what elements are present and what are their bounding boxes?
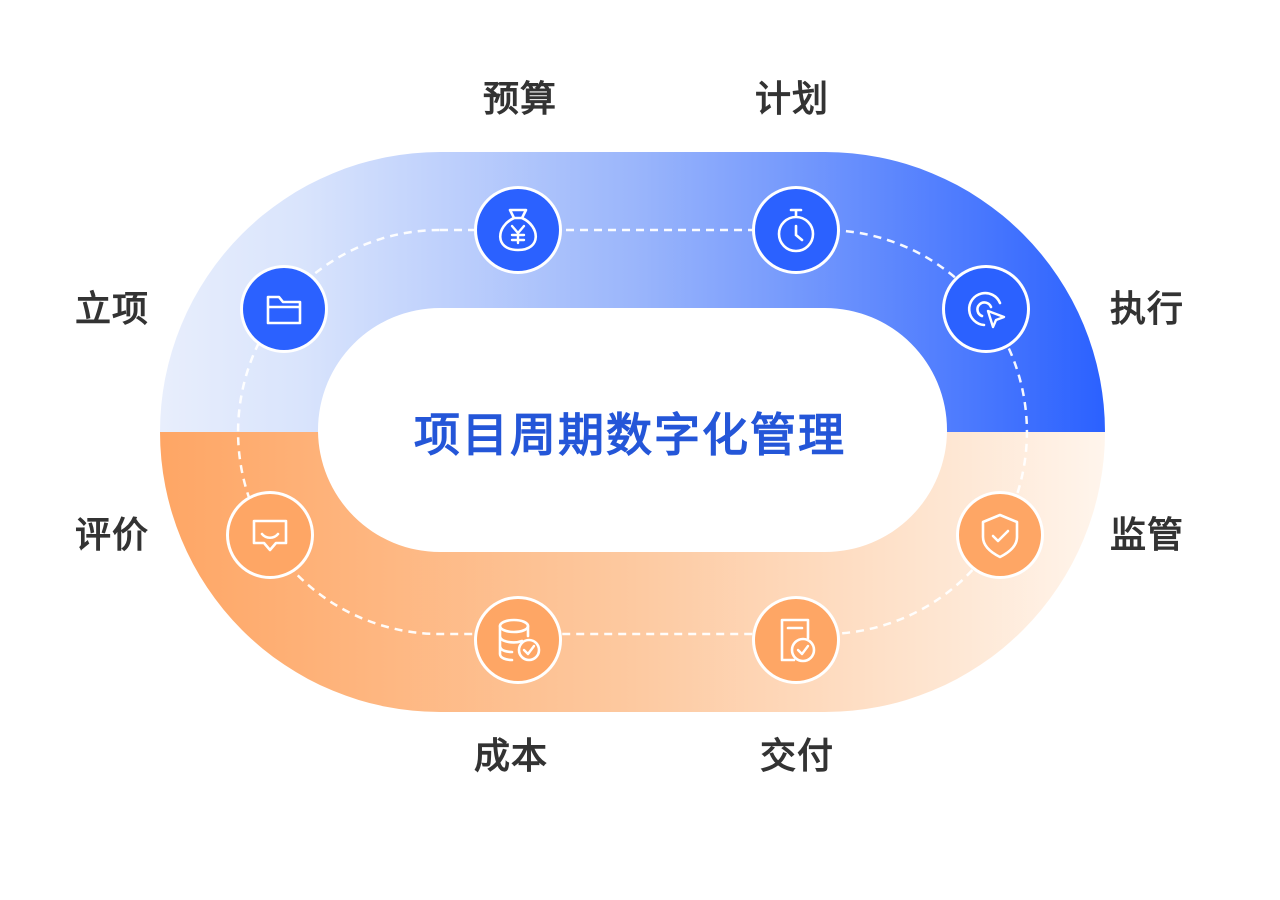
stage-node-lixiang bbox=[240, 265, 328, 353]
stage-node-disc bbox=[243, 268, 325, 350]
stage-label-chengben: 成本 bbox=[474, 736, 549, 777]
center-title: 项目周期数字化管理 bbox=[414, 408, 846, 462]
stage-label-jiaofu: 交付 bbox=[760, 736, 835, 777]
stage-label-pingjia: 评价 bbox=[75, 515, 150, 556]
ring-top-band bbox=[160, 152, 1105, 432]
stage-node-disc bbox=[477, 189, 559, 271]
stage-label-yusuan: 预算 bbox=[483, 79, 558, 120]
folder-icon bbox=[266, 295, 302, 325]
stage-node-chengben bbox=[474, 596, 562, 684]
stage-node-jihua bbox=[752, 186, 840, 274]
click-cursor-icon bbox=[967, 291, 1006, 329]
stage-node-disc bbox=[959, 494, 1041, 576]
stage-node-disc bbox=[229, 494, 311, 576]
stage-node-pingjia bbox=[226, 491, 314, 579]
document-check-icon bbox=[780, 618, 816, 663]
money-bag-icon bbox=[499, 208, 537, 252]
stage-node-jiaofu bbox=[752, 596, 840, 684]
stage-node-yusuan bbox=[474, 186, 562, 274]
stage-label-jianguan: 监管 bbox=[1110, 515, 1185, 556]
stopwatch-icon bbox=[777, 208, 815, 253]
comment-icon bbox=[252, 519, 288, 552]
stage-node-disc bbox=[477, 599, 559, 681]
stage-label-jihua: 计划 bbox=[755, 79, 830, 120]
ring-bottom-band bbox=[160, 432, 1105, 712]
stage-label-zhixing: 执行 bbox=[1110, 289, 1185, 330]
stage-node-disc bbox=[945, 268, 1027, 350]
shield-check-icon bbox=[981, 513, 1019, 559]
stage-node-jianguan bbox=[956, 491, 1044, 579]
stage-label-lixiang: 立项 bbox=[75, 289, 150, 330]
stage-node-zhixing bbox=[942, 265, 1030, 353]
database-check-icon bbox=[498, 618, 541, 662]
